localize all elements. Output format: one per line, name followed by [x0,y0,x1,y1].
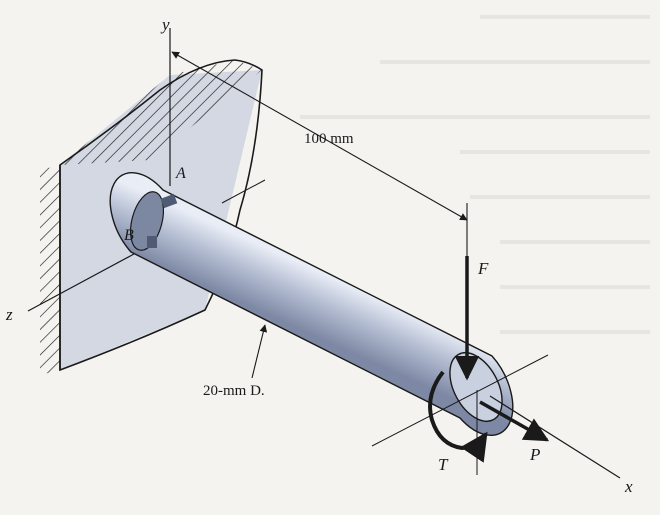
force-f-label: F [477,259,489,278]
section-axis-near-a [221,179,266,204]
wall-hatch-side [40,165,60,375]
z-axis: z [5,253,135,324]
force-f: F [454,256,489,381]
point-b-marker [147,236,157,248]
point-b-label: B [124,227,134,244]
section-z-line [371,354,549,447]
shaft [109,172,514,436]
point-a-marker [160,193,178,209]
force-p-label: P [529,445,540,464]
dimension-100mm: 100 mm [171,51,468,263]
point-a-label: A [175,165,186,182]
dimension-label: 100 mm [304,131,354,147]
x-axis-line [489,395,621,479]
torque-t-label: T [438,455,449,474]
dimension-line [171,51,468,221]
z-axis-line [27,253,135,312]
y-axis: y [160,15,171,186]
torque-t-arrow [428,370,488,463]
shaft-body [109,172,514,436]
diameter-label: 20-mm D. [203,383,265,399]
x-axis-label: x [624,477,633,496]
background-texture [300,15,650,334]
force-p-arrow [479,400,550,442]
shaft-root-end [129,191,165,251]
x-axis: x [489,395,633,496]
y-axis-label: y [160,15,170,34]
z-axis-label: z [5,305,13,324]
force-p: P [479,400,550,464]
diameter-leader [251,324,268,379]
torque-t: T [428,370,488,474]
diameter-callout: 20-mm D. [203,324,268,399]
point-labels: A B [124,165,186,244]
